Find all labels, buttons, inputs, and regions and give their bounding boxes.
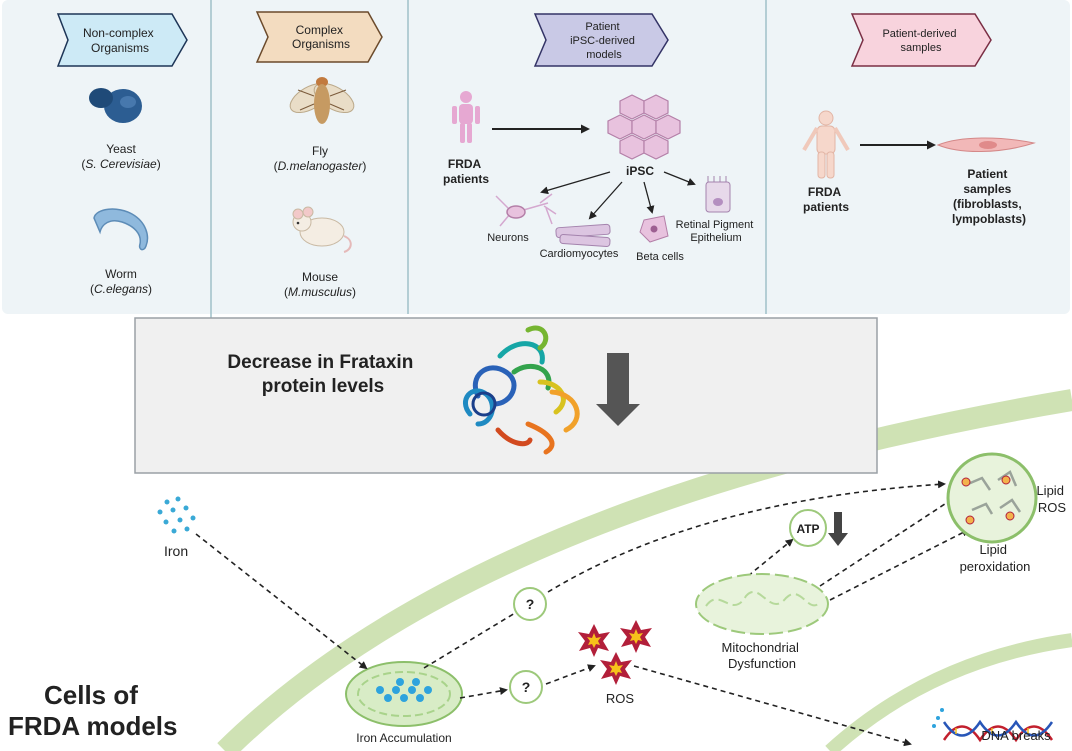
neuron-icon xyxy=(495,193,557,227)
question-node-1: ? xyxy=(513,587,547,621)
worm-icon xyxy=(93,208,149,251)
arrow-accumulation-to-question-1 xyxy=(423,602,532,669)
arrow-question-to-ros xyxy=(545,664,596,685)
frataxin-protein-icon xyxy=(462,325,580,455)
yeast-icon xyxy=(89,88,142,123)
question-node-2: ? xyxy=(509,670,543,704)
banner-ipsc: Patient iPSC-derived models xyxy=(533,13,669,67)
mouse-icon xyxy=(292,206,352,253)
banner-non-complex: Non-complex Organisms xyxy=(56,13,188,67)
arrow-mito-to-atp xyxy=(747,538,794,577)
fly-icon xyxy=(289,77,355,124)
atp-node: ATP xyxy=(789,509,827,547)
atp-label: ATP xyxy=(796,522,819,536)
yeast-label: Yeast xyxy=(106,142,136,156)
rpe-cell-icon xyxy=(705,176,731,213)
banner-label: Complex Organisms xyxy=(292,23,350,51)
fly-label: Fly xyxy=(312,144,328,158)
question-mark: ? xyxy=(526,596,535,612)
frataxin-box: Decrease in Frataxin protein levels xyxy=(134,317,878,474)
patient-frda-label: FRDA patients xyxy=(803,185,849,214)
iron-accumulation-mito-icon xyxy=(345,661,463,727)
arrow-to-neurons xyxy=(540,171,611,195)
arrow-mito-to-lipid-peroxidation xyxy=(829,529,970,601)
mouse-label: Mouse xyxy=(302,270,338,284)
mitochondrial-dysfunction-icon xyxy=(695,573,829,635)
cell-membrane-inner xyxy=(825,633,1072,751)
model-panels xyxy=(2,0,1070,318)
mito-label: Mitochondrial Dysfunction xyxy=(722,640,803,671)
arrow-iron-to-accumulation xyxy=(195,533,368,670)
rpe-label: Retinal Pigment Epithelium xyxy=(676,219,757,244)
yeast-species: (S. Cerevisiae) xyxy=(81,157,160,171)
fibroblast-icon xyxy=(936,137,1036,152)
cardiomyocyte-icon xyxy=(555,223,611,248)
worm-label: Worm xyxy=(105,267,137,281)
frataxin-label: Decrease in Frataxin protein levels xyxy=(227,352,418,397)
beta-cells-label: Beta cells xyxy=(636,251,684,263)
arrow-ros-to-dna xyxy=(633,665,912,747)
ros-star-icon xyxy=(578,620,652,685)
patient-samples-label: Patient samples (fibroblasts, lympoblast… xyxy=(952,167,1026,226)
ipsc-frda-label: FRDA patients xyxy=(443,157,489,186)
patient-body-icon xyxy=(802,110,850,179)
banner-label: Patient-derived samples xyxy=(882,28,959,54)
iron-label: Iron xyxy=(164,543,188,559)
beta-cell-icon xyxy=(639,215,669,243)
arrow-accumulation-to-question-2 xyxy=(459,687,508,699)
down-arrow-icon xyxy=(596,353,640,426)
atp-down-arrow-icon xyxy=(828,512,848,546)
mouse-species: (M.musculus) xyxy=(284,285,356,299)
fly-species: (D.melanogaster) xyxy=(274,159,367,173)
neurons-label: Neurons xyxy=(487,232,529,244)
banner-label: Non-complex Organisms xyxy=(83,26,157,55)
cardiomyocytes-label: Cardiomyocytes xyxy=(540,248,619,260)
cell-membrane-outer xyxy=(217,389,1072,751)
ipsc-cluster-icon xyxy=(607,94,681,160)
iron-dots-icon xyxy=(157,496,196,534)
lipid-ros-icon xyxy=(946,452,1038,544)
banner-patient: Patient-derived samples xyxy=(850,13,992,67)
banner-label: Patient iPSC-derived models xyxy=(570,21,638,61)
lipid-peroxidation-label: Lipid peroxidation xyxy=(960,542,1031,574)
iron-accumulation-label: Iron Accumulation xyxy=(356,731,451,745)
arrow-question-to-lipid-ros xyxy=(547,480,946,593)
cells-title: Cells of FRDA models xyxy=(8,680,178,741)
dna-breaks-label: DNA breaks xyxy=(981,728,1051,743)
ros-label: ROS xyxy=(606,691,635,706)
dna-helix-icon xyxy=(932,708,1054,743)
arrow-to-rpe xyxy=(663,171,696,186)
worm-species: (C.elegans) xyxy=(90,282,152,296)
question-mark: ? xyxy=(522,679,531,695)
ipsc-label: iPSC xyxy=(626,164,654,178)
lipid-ros-label: Lipid ROS xyxy=(1036,483,1067,515)
patient-figure-icon xyxy=(452,91,480,143)
arrow-to-beta-cells xyxy=(643,181,655,214)
arrow-to-cardiomyocytes xyxy=(588,181,623,220)
banner-complex: Complex Organisms xyxy=(255,11,383,63)
model-panels-background xyxy=(2,0,1070,314)
